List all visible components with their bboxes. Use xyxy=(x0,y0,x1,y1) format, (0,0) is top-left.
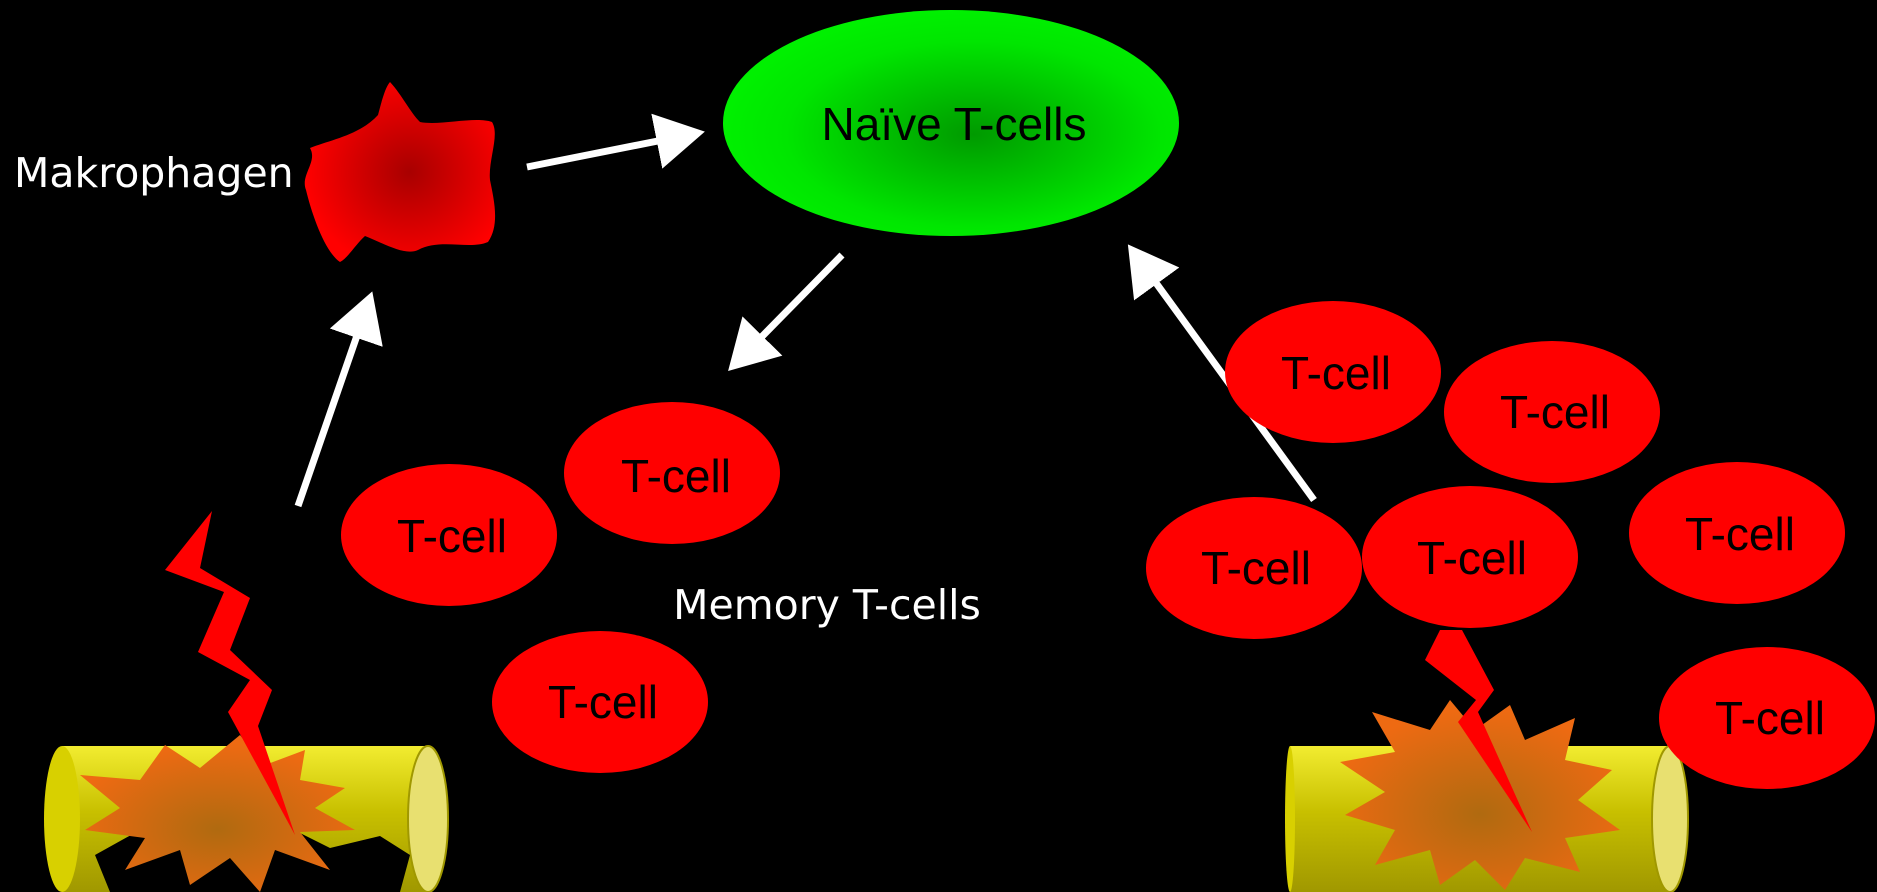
arrow-naive-to-memory xyxy=(728,252,845,371)
naive-tcells-ellipse xyxy=(723,10,1179,236)
naive-tcells-label: Naïve T-cells xyxy=(821,98,1086,150)
svg-text:T-cell: T-cell xyxy=(1715,692,1825,744)
macrophage-cell xyxy=(304,82,496,262)
memory-tcell: T-cell xyxy=(564,402,780,544)
svg-text:T-cell: T-cell xyxy=(1201,542,1311,594)
svg-text:T-cell: T-cell xyxy=(548,676,658,728)
injury-burst-right xyxy=(1340,700,1620,890)
memory-tcells-label: Memory T-cells xyxy=(673,581,981,629)
svg-text:T-cell: T-cell xyxy=(621,450,731,502)
lightning-bolt-right xyxy=(1425,630,1532,832)
svg-text:T-cell: T-cell xyxy=(1417,532,1527,584)
effector-tcell: T-cell xyxy=(1225,301,1441,443)
effector-tcell: T-cell xyxy=(1362,486,1578,628)
macrophage-label: Makrophagen xyxy=(14,149,294,197)
svg-text:T-cell: T-cell xyxy=(1685,508,1795,560)
arrow-injury-to-macrophage xyxy=(294,291,383,508)
memory-tcell: T-cell xyxy=(492,631,708,773)
svg-text:T-cell: T-cell xyxy=(1281,347,1391,399)
svg-text:T-cell: T-cell xyxy=(1500,386,1610,438)
lightning-bolt-left xyxy=(165,511,295,835)
memory-tcell: T-cell xyxy=(341,464,557,606)
effector-tcell: T-cell xyxy=(1659,647,1875,789)
arrow-tcells-to-naive xyxy=(1127,244,1317,503)
svg-text:T-cell: T-cell xyxy=(397,510,507,562)
arrow-macrophage-to-naive xyxy=(526,113,705,171)
injury-burst-left xyxy=(80,735,355,892)
effector-tcell: T-cell xyxy=(1444,341,1660,483)
effector-tcell: T-cell xyxy=(1146,497,1362,639)
effector-tcell: T-cell xyxy=(1629,462,1845,604)
